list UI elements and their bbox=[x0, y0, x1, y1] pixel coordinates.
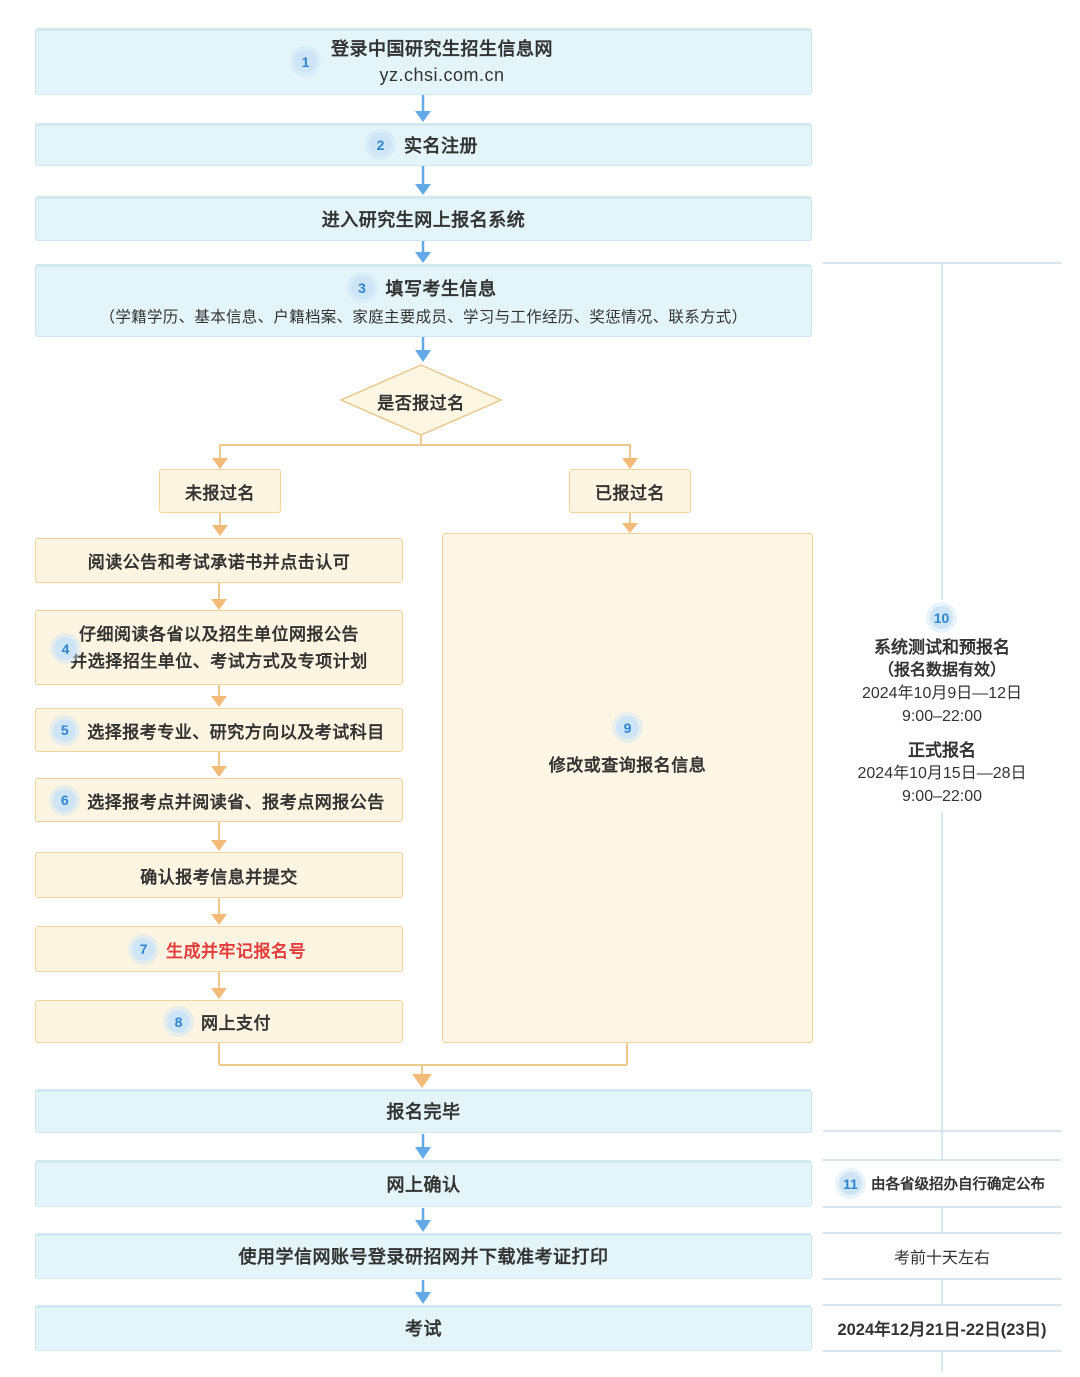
step-modify-query-box: 9 修改或查询报名信息 bbox=[442, 533, 813, 1043]
sidebar-badge-10: 10 bbox=[930, 606, 953, 629]
branch-not-registered: 未报过名 bbox=[159, 469, 281, 513]
step-register-label: 实名注册 bbox=[404, 135, 478, 156]
sidebar-confirm-note: 11 由各省级招办自行确定公布 bbox=[823, 1160, 1061, 1207]
step-badge-4: 4 bbox=[54, 637, 77, 660]
step-read-province-line1: 仔细阅读各省以及招生单位网报公告 bbox=[79, 624, 359, 644]
step-online-confirm-box: 网上确认 bbox=[35, 1160, 812, 1207]
sidebar-official-registration-title: 正式报名 bbox=[908, 741, 976, 760]
sidebar-exam-date: 2024年12月21日-22日(23日) bbox=[823, 1305, 1061, 1351]
step-read-notice-box: 阅读公告和考试承诺书并点击认可 bbox=[35, 538, 403, 583]
sidebar-pre-registration-date: 2024年10月9日—12日 bbox=[861, 685, 1023, 702]
step-fill-info-label: 填写考生信息 bbox=[385, 278, 497, 299]
step-exam-label: 考试 bbox=[405, 1319, 442, 1339]
step-choose-major-label: 选择报考专业、研究方向以及考试科目 bbox=[87, 722, 385, 742]
step-pay-online-label: 网上支付 bbox=[201, 1014, 271, 1033]
step-badge-1: 1 bbox=[294, 50, 317, 73]
step-download-ticket-box: 使用学信网账号登录研招网并下载准考证打印 bbox=[35, 1233, 812, 1279]
sidebar-pre-registration-time: 9:00–22:00 bbox=[901, 708, 983, 725]
step-badge-3: 3 bbox=[350, 276, 374, 299]
step-badge-5: 5 bbox=[53, 718, 77, 742]
step-fill-info-detail: （学籍学历、基本信息、户籍档案、家庭主要成员、学习与工作经历、奖惩情况、联系方式… bbox=[99, 308, 748, 326]
step-login-title: 登录中国研究生招生信息网 bbox=[331, 38, 553, 59]
step-download-ticket-label: 使用学信网账号登录研招网并下载准考证打印 bbox=[238, 1247, 609, 1267]
sidebar-exam-date-label: 2024年12月21日-22日(23日) bbox=[837, 1321, 1047, 1339]
step-read-province-box: 4 仔细阅读各省以及招生单位网报公告 并选择招生单位、考试方式及专项计划 bbox=[35, 610, 403, 685]
step-badge-2: 2 bbox=[369, 133, 392, 156]
step-login-box: 1 登录中国研究生招生信息网 yz.chsi.com.cn bbox=[35, 28, 812, 95]
step-choose-site-box: 6 选择报考点并阅读省、报考点网报公告 bbox=[35, 778, 403, 822]
step-online-confirm-label: 网上确认 bbox=[386, 1174, 461, 1195]
step-choose-site-label: 选择报考点并阅读省、报考点网报公告 bbox=[87, 792, 385, 812]
step-badge-8: 8 bbox=[167, 1010, 190, 1033]
step-confirm-submit-box: 确认报考信息并提交 bbox=[35, 852, 403, 898]
step-enter-system-label: 进入研究生网上报名系统 bbox=[321, 209, 526, 230]
step-fill-info-box: 3 填写考生信息 （学籍学历、基本信息、户籍档案、家庭主要成员、学习与工作经历、… bbox=[35, 264, 812, 337]
decision-label: 是否报过名 bbox=[377, 394, 465, 413]
step-exam-box: 考试 bbox=[35, 1305, 812, 1351]
step-badge-6: 6 bbox=[53, 788, 77, 812]
sidebar-schedule: 系统测试和预报名 （报名数据有效） 2024年10月9日—12日 9:00–22… bbox=[822, 636, 1062, 808]
sidebar-download-note-label: 考前十天左右 bbox=[893, 1250, 990, 1267]
step-pay-online-box: 8 网上支付 bbox=[35, 1000, 403, 1043]
branch-registered: 已报过名 bbox=[569, 469, 691, 513]
sidebar-lines bbox=[823, 262, 1061, 1372]
step-register-box: 2 实名注册 bbox=[35, 123, 812, 166]
step-finish-label: 报名完毕 bbox=[386, 1102, 461, 1122]
step-read-notice-label: 阅读公告和考试承诺书并点击认可 bbox=[87, 553, 351, 572]
step-badge-7: 7 bbox=[132, 937, 155, 961]
step-modify-query-label: 修改或查询报名信息 bbox=[548, 756, 707, 775]
orange-connectors bbox=[211, 435, 638, 1088]
step-enter-system-box: 进入研究生网上报名系统 bbox=[35, 196, 812, 241]
step-finish-box: 报名完毕 bbox=[35, 1089, 812, 1133]
sidebar-badge-11: 11 bbox=[839, 1172, 862, 1195]
step-badge-9: 9 bbox=[616, 716, 639, 739]
step-read-province-line2: 并选择招生单位、考试方式及专项计划 bbox=[70, 651, 368, 671]
blue-arrows bbox=[415, 95, 431, 1304]
step-login-url: yz.chsi.com.cn bbox=[379, 64, 505, 85]
step-get-number-box: 7 生成并牢记报名号 bbox=[35, 926, 403, 972]
sidebar-official-registration-date: 2024年10月15日—28日 bbox=[857, 765, 1027, 782]
sidebar-pre-registration-note: （报名数据有效） bbox=[877, 662, 1006, 679]
sidebar-confirm-note-label: 由各省级招办自行确定公布 bbox=[871, 1177, 1045, 1193]
step-get-number-label: 生成并牢记报名号 bbox=[166, 941, 306, 961]
sidebar-download-note: 考前十天左右 bbox=[823, 1233, 1061, 1279]
sidebar-pre-registration-title: 系统测试和预报名 bbox=[874, 638, 1010, 657]
step-choose-major-box: 5 选择报考专业、研究方向以及考试科目 bbox=[35, 708, 403, 752]
sidebar-official-registration-time: 9:00–22:00 bbox=[901, 788, 983, 805]
step-confirm-submit-label: 确认报考信息并提交 bbox=[140, 867, 298, 887]
